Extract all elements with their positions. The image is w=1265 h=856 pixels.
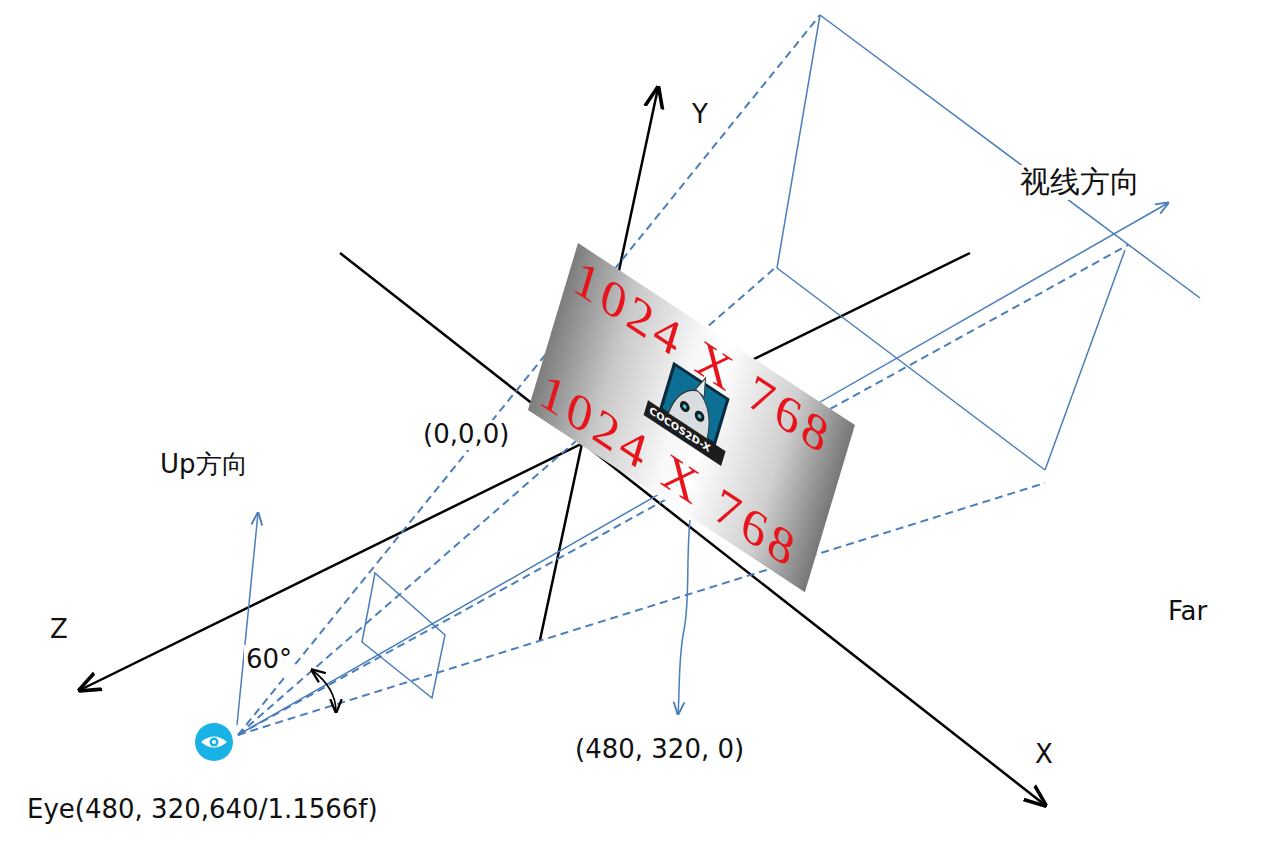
far-plane xyxy=(777,15,1200,470)
eye-label: Eye(480, 320,640/1.1566f) xyxy=(25,795,380,825)
coordinate-label: (480, 320, 0) xyxy=(573,735,746,765)
center-leader xyxy=(678,520,690,714)
fov-angle-arc xyxy=(312,670,336,712)
frustum-edges xyxy=(238,15,1128,735)
direction-label: Up方向 xyxy=(158,450,250,480)
near-plane xyxy=(362,573,445,698)
origin-label: (0,0,0) xyxy=(421,420,511,450)
picture-plane: 1024 X 768COCOS2D-X1024 X 768 xyxy=(528,243,855,592)
axis-label: X xyxy=(1033,740,1055,770)
view-direction-arrow xyxy=(238,203,1168,735)
axis-label: Y xyxy=(690,100,710,130)
axis-label: Z xyxy=(48,615,70,645)
eye-icon xyxy=(195,723,233,761)
plane-label: Far xyxy=(1166,597,1209,627)
angle-label: 60° xyxy=(244,645,294,675)
up-arrow xyxy=(237,513,258,725)
direction-label: 视线方向 xyxy=(1018,165,1142,200)
